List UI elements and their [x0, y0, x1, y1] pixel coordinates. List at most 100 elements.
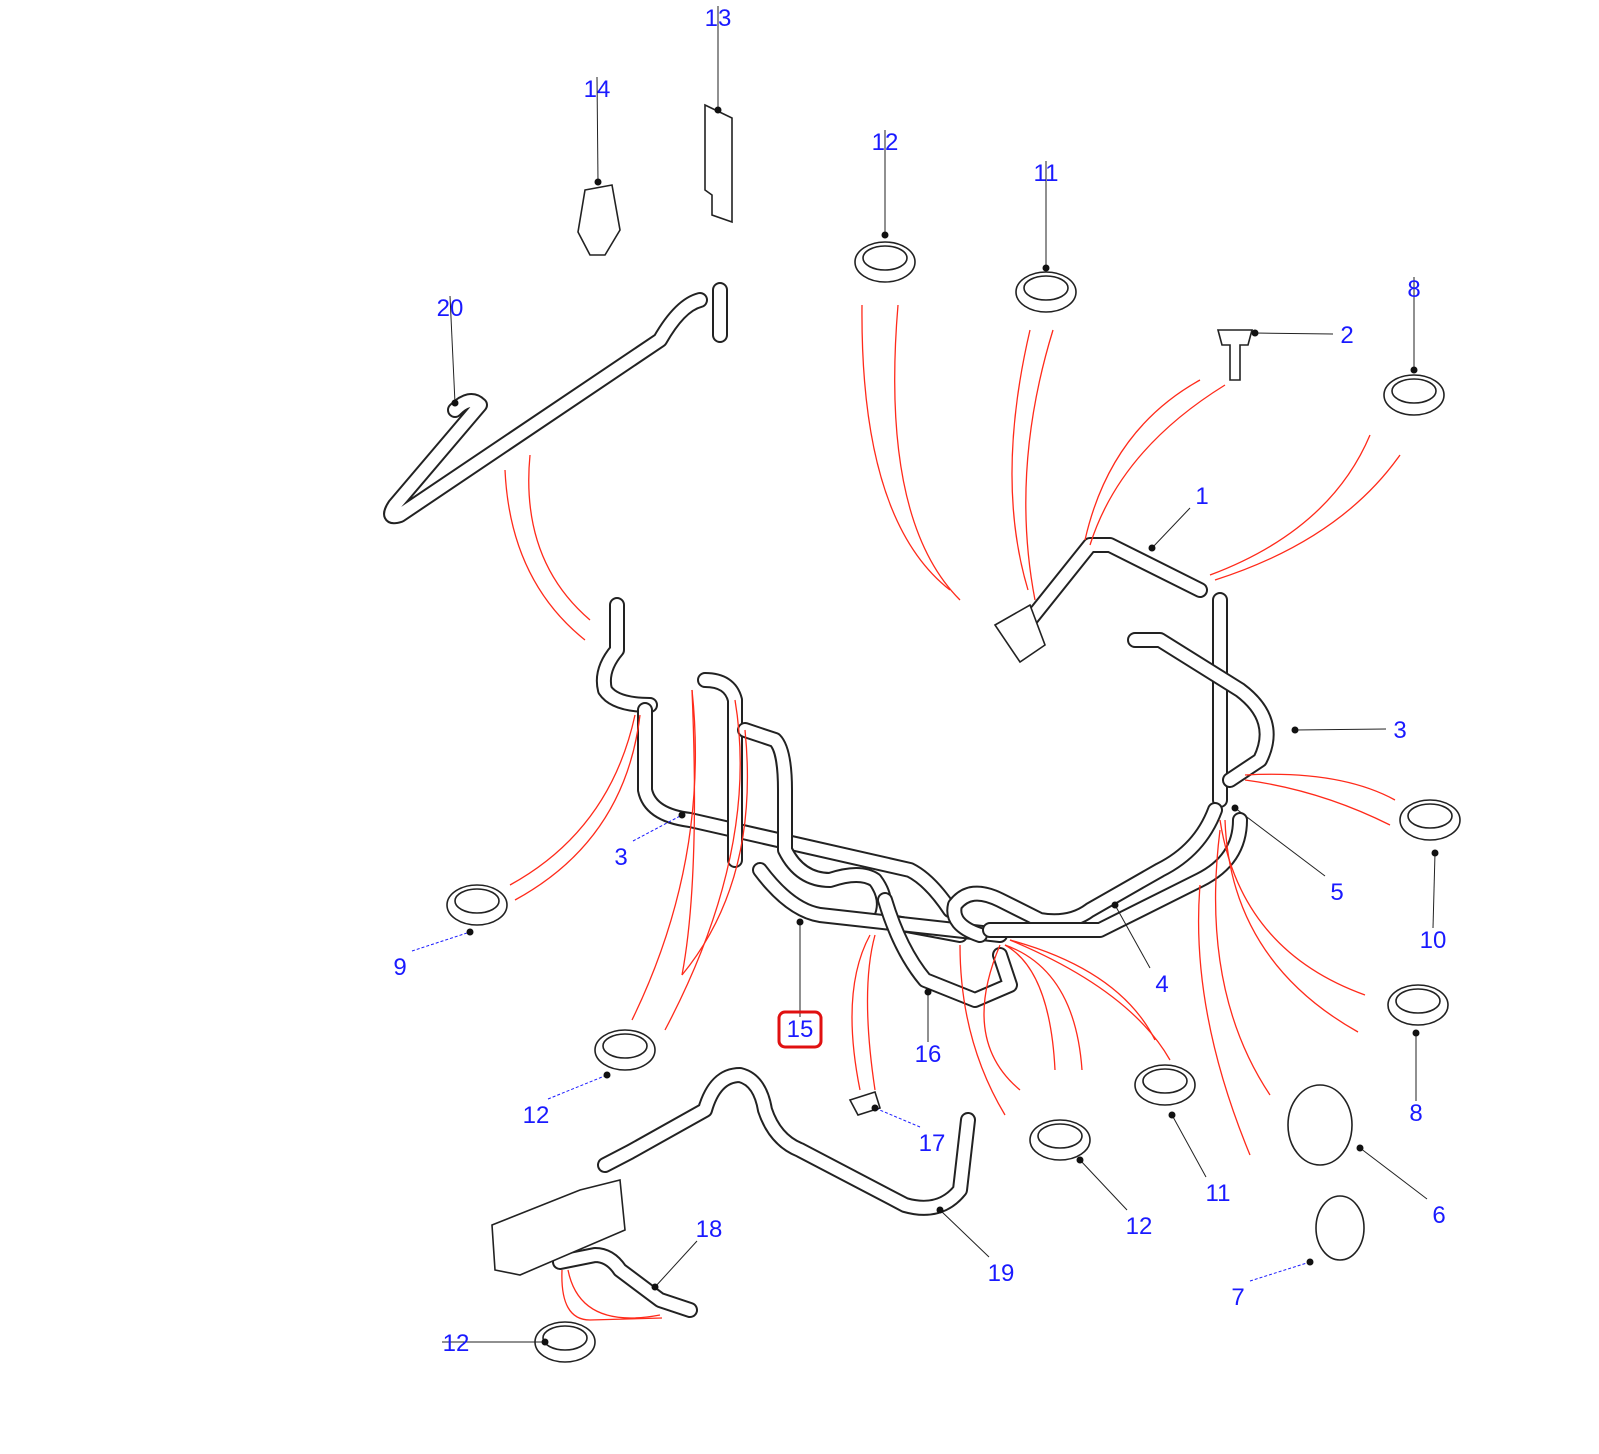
callout-12[interactable]: 12: [442, 1330, 549, 1357]
leader-dot: [1231, 804, 1239, 812]
hose-clamp-inner: [454, 888, 500, 914]
callout-number[interactable]: 4: [1155, 971, 1168, 998]
leader-dot: [603, 1071, 611, 1079]
callout-number[interactable]: 14: [584, 76, 611, 103]
callout-number[interactable]: 11: [1034, 160, 1059, 187]
callout-6[interactable]: 6: [1356, 1144, 1446, 1230]
callout-15[interactable]: 15: [777, 918, 823, 1049]
callout-9[interactable]: 9: [393, 928, 474, 982]
assembly-line: [1244, 779, 1391, 826]
assembly-line: [1084, 379, 1201, 541]
callout-number[interactable]: 17: [919, 1130, 946, 1157]
assembly-line: [1009, 939, 1171, 1061]
callout-number[interactable]: 12: [443, 1330, 470, 1357]
callout-7[interactable]: 7: [1231, 1258, 1314, 1312]
assembly-line: [1004, 944, 1056, 1071]
hose-clamp-inner: [1142, 1068, 1188, 1094]
callout-number[interactable]: 12: [1126, 1213, 1153, 1240]
callouts: 1314121182201335109415168121711612181971…: [393, 5, 1446, 1357]
callout-number[interactable]: 5: [1330, 879, 1343, 906]
leader-line: [874, 1107, 921, 1128]
callout-8[interactable]: 8: [1407, 276, 1421, 374]
leader-dot: [871, 1104, 879, 1112]
assembly-line: [631, 689, 696, 1021]
hose-clamp-inner: [862, 245, 908, 271]
callout-number[interactable]: 15: [787, 1016, 814, 1043]
callout-11[interactable]: 11: [1168, 1111, 1231, 1208]
callout-number[interactable]: 3: [1393, 717, 1406, 744]
hose-fill: [984, 814, 1246, 936]
callout-18[interactable]: 18: [651, 1216, 723, 1291]
callout-11[interactable]: 11: [1034, 160, 1059, 272]
leader-dot: [451, 399, 459, 407]
callout-number[interactable]: 13: [705, 5, 732, 32]
leader-dot: [1431, 849, 1439, 857]
callout-4[interactable]: 4: [1111, 901, 1169, 999]
callout-16[interactable]: 16: [915, 988, 942, 1069]
callout-20[interactable]: 20: [437, 295, 464, 407]
callout-number[interactable]: 18: [696, 1216, 723, 1243]
callout-12[interactable]: 12: [872, 129, 899, 239]
callout-number[interactable]: 8: [1409, 1100, 1422, 1127]
assembly-line: [664, 699, 741, 1031]
hose-clamp-inner: [1023, 275, 1069, 301]
leader-dot: [1356, 1144, 1364, 1152]
leader-line: [1234, 807, 1326, 877]
leader-dot: [1042, 264, 1050, 272]
callout-14[interactable]: 14: [584, 76, 611, 186]
callout-number[interactable]: 11: [1206, 1180, 1231, 1207]
callout-12[interactable]: 12: [1076, 1156, 1153, 1241]
callout-number[interactable]: 9: [393, 954, 406, 981]
callout-3[interactable]: 3: [1291, 717, 1407, 744]
callout-number[interactable]: 12: [872, 129, 899, 156]
callout-8[interactable]: 8: [1409, 1029, 1423, 1128]
cable-tie: [1315, 1195, 1365, 1261]
callout-5[interactable]: 5: [1231, 804, 1344, 907]
assembly-line: [528, 454, 591, 621]
hose-fill: [597, 599, 656, 711]
callout-10[interactable]: 10: [1420, 849, 1447, 955]
assembly-line: [866, 934, 876, 1091]
leader-line: [1079, 1159, 1128, 1211]
leader-dot: [714, 106, 722, 114]
hose-fill: [639, 704, 956, 916]
leader-dot: [678, 811, 686, 819]
leader-line: [1249, 1261, 1311, 1282]
assembly-line: [1197, 884, 1251, 1156]
assembly-line: [1089, 384, 1226, 546]
callout-1[interactable]: 1: [1148, 483, 1209, 552]
hose-fill: [1129, 634, 1273, 786]
callout-12[interactable]: 12: [523, 1071, 611, 1130]
leader-line: [939, 1209, 990, 1258]
callout-13[interactable]: 13: [705, 5, 732, 114]
leader-line: [1432, 852, 1436, 929]
callout-number[interactable]: 10: [1420, 927, 1447, 954]
leader-dot: [1306, 1258, 1314, 1266]
leader-dot: [796, 918, 804, 926]
callout-number[interactable]: 6: [1432, 1202, 1445, 1229]
callout-3[interactable]: 3: [614, 811, 686, 872]
leader-line: [1254, 332, 1334, 335]
leader-dot: [1111, 901, 1119, 909]
hose-clamp-inner: [602, 1033, 648, 1059]
leader-dot: [1148, 544, 1156, 552]
callout-17[interactable]: 17: [871, 1104, 946, 1158]
assembly-line: [1209, 434, 1371, 576]
assembly-line: [894, 304, 961, 601]
callout-number[interactable]: 1: [1195, 483, 1208, 510]
callout-number[interactable]: 19: [988, 1260, 1015, 1287]
leader-line: [632, 814, 683, 842]
callout-number[interactable]: 7: [1231, 1284, 1244, 1311]
callout-number[interactable]: 3: [614, 844, 627, 871]
hose-clamp-inner: [1395, 988, 1441, 1014]
fastener-clip: [577, 184, 621, 256]
callout-19[interactable]: 19: [936, 1206, 1015, 1288]
callout-number[interactable]: 12: [523, 1102, 550, 1129]
callout-number[interactable]: 20: [437, 295, 464, 322]
callout-number[interactable]: 2: [1340, 322, 1353, 349]
callout-number[interactable]: 16: [915, 1041, 942, 1068]
callout-2[interactable]: 2: [1251, 322, 1354, 349]
hose-fill: [385, 294, 706, 523]
callout-number[interactable]: 8: [1407, 276, 1420, 303]
